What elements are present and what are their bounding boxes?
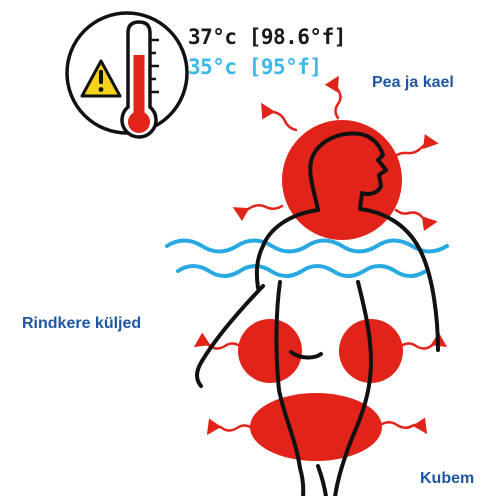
- heat-zone-groin: [250, 393, 382, 461]
- heat-arrow: [336, 79, 341, 118]
- label-head-neck: Pea ja kael: [372, 75, 454, 91]
- label-chest-sides: Rindkere küljed: [22, 316, 141, 332]
- thermometer-icon: [122, 22, 159, 137]
- heat-arrow: [197, 343, 240, 348]
- water-wave: [178, 266, 426, 276]
- water-wave: [167, 241, 447, 252]
- waist-contour: [291, 352, 321, 358]
- thermometer-badge: [67, 13, 187, 137]
- heat-arrow: [236, 205, 282, 211]
- heat-arrow: [209, 426, 252, 433]
- heat-zone-head-neck: [282, 120, 402, 240]
- water-waves: [167, 241, 447, 277]
- hypothermia-temperature: 35°c [95°f]: [188, 57, 322, 78]
- left-leg-outline: [276, 282, 303, 496]
- heat-arrow: [396, 210, 434, 222]
- label-groin: Kubem: [420, 471, 474, 487]
- heat-arrow: [382, 422, 425, 431]
- heat-arrow: [263, 106, 296, 130]
- heat-arrow: [393, 143, 435, 158]
- normal-temperature: 37°c [98.6°f]: [188, 27, 346, 48]
- inner-leg-outline: [318, 466, 327, 496]
- right-leg-outline: [334, 282, 371, 496]
